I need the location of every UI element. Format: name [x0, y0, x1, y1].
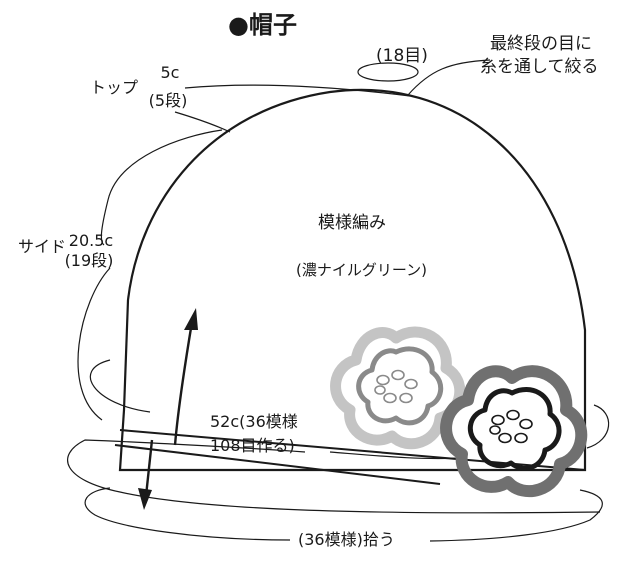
- brim-count-line2: 108目作る): [210, 436, 295, 455]
- direction-arrow-down: [138, 439, 154, 510]
- pickup-label: (36模様)拾う: [298, 530, 395, 549]
- hat-outline: [118, 88, 587, 472]
- top-leader-line: [184, 84, 411, 97]
- pickup-swirl-left: [84, 487, 291, 541]
- top-section-rows: (5段): [148, 91, 188, 110]
- brim-swirl-outer: [67, 359, 601, 514]
- top-section-size: 5c: [160, 63, 180, 82]
- flower-motif-dark: [440, 365, 588, 497]
- side-section-size: 20.5c: [68, 231, 114, 250]
- direction-arrow-up: [173, 308, 198, 446]
- pickup-leader-line: [429, 489, 603, 542]
- crown-stitch-count: (18目): [376, 46, 428, 66]
- crown-oval: [357, 62, 419, 82]
- brim-swirl-right: [586, 404, 610, 449]
- top-to-side-line: [174, 111, 231, 133]
- flower-motif-light: [330, 326, 466, 450]
- brim-count-line1: 52c(36模様: [210, 412, 298, 431]
- top-section-label: トップ: [90, 78, 139, 97]
- brim-label-leader: [329, 451, 461, 460]
- side-section-rows: (19段): [64, 251, 114, 270]
- side-section-label: サイド: [18, 237, 67, 256]
- pattern-color: (濃ナイルグリーン): [296, 261, 427, 279]
- brim-band-bottom: [114, 444, 441, 485]
- crown-note-line2: 糸を通して絞る: [480, 57, 599, 77]
- crown-leader-line: [407, 59, 491, 96]
- pattern-name: 模様編み: [318, 213, 386, 233]
- crown-note-line1: 最終段の目に: [490, 34, 592, 54]
- diagram-title: ●帽子: [228, 11, 297, 39]
- side-leader-line: [77, 129, 223, 421]
